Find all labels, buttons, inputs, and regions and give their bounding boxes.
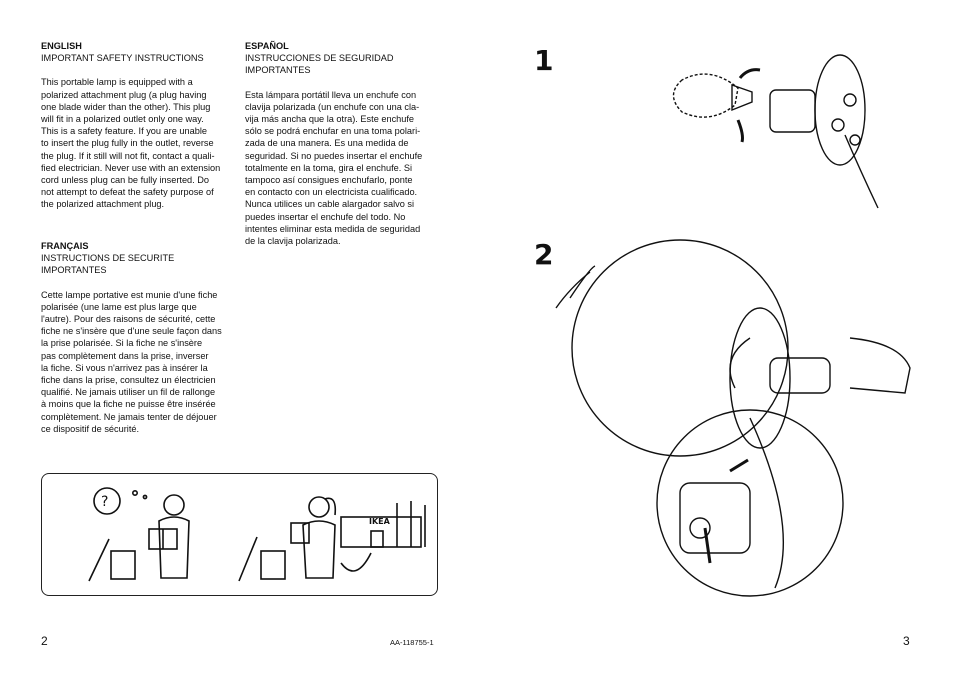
caller-head-icon	[308, 496, 330, 518]
caller-body-icon	[302, 520, 336, 579]
person-body-icon	[158, 516, 190, 579]
cord-icon	[844, 134, 879, 209]
hand-right-icon	[849, 337, 911, 394]
article-code: AA-118755-1	[390, 638, 434, 647]
thought-bubble-icon	[93, 487, 121, 515]
box-icon	[110, 550, 136, 580]
help-box	[41, 473, 438, 596]
french-body: Cette lampe portative est munie d'une fi…	[41, 289, 222, 434]
english-body: This portable lamp is equipped with a po…	[41, 77, 221, 210]
french-subheading: INSTRUCTIONS DE SECURITE IMPORTANTES	[41, 253, 175, 276]
globe-shade-icon	[571, 239, 789, 457]
socket-icon	[769, 357, 831, 394]
person-head-icon	[163, 494, 185, 516]
store-sign: IKEA	[369, 517, 391, 526]
bulb-icon	[729, 337, 751, 389]
lamp-plate-icon	[814, 54, 866, 166]
page-number-left: 2	[41, 634, 48, 648]
help-pictogram: IKEA ?	[88, 487, 426, 582]
spanish-section: ESPAÑOL INSTRUCCIONES DE SEGURIDAD IMPOR…	[245, 40, 445, 247]
french-section: FRANÇAIS INSTRUCTIONS DE SECURITE IMPORT…	[41, 240, 241, 435]
step-1-number: 1	[534, 44, 554, 77]
phone-icon	[324, 497, 337, 516]
french-heading: FRANÇAIS	[41, 241, 89, 251]
question-mark: ?	[101, 494, 108, 510]
push-arrow-icon	[729, 458, 749, 473]
step-1-illustration	[672, 54, 879, 209]
hand-left-icon	[569, 265, 596, 299]
bulb-base-icon	[731, 84, 753, 112]
bulb-icon	[672, 73, 739, 118]
detail-plate-edge	[749, 417, 784, 589]
english-heading: ENGLISH	[41, 41, 82, 51]
spanish-heading: ESPAÑOL	[245, 41, 289, 51]
turn-arrow-icon	[703, 527, 712, 564]
socket-icon	[769, 89, 816, 133]
english-subheading: IMPORTANT SAFETY INSTRUCTIONS	[41, 53, 204, 64]
step-2-illustration	[555, 239, 911, 597]
english-section: ENGLISH IMPORTANT SAFETY INSTRUCTIONS Th…	[41, 40, 241, 211]
rotate-arrow-icon	[738, 68, 761, 79]
step-2-number: 2	[534, 238, 554, 271]
detail-socket-icon	[679, 482, 751, 554]
detail-magnifier-circle	[656, 409, 844, 597]
lamp-plate-icon	[729, 307, 791, 449]
spanish-body: Esta lámpara portátil lleva un enchufe c…	[245, 89, 423, 247]
page-number-right: 3	[903, 634, 910, 648]
spanish-subheading: INSTRUCCIONES DE SEGURIDAD IMPORTANTES	[245, 53, 394, 76]
